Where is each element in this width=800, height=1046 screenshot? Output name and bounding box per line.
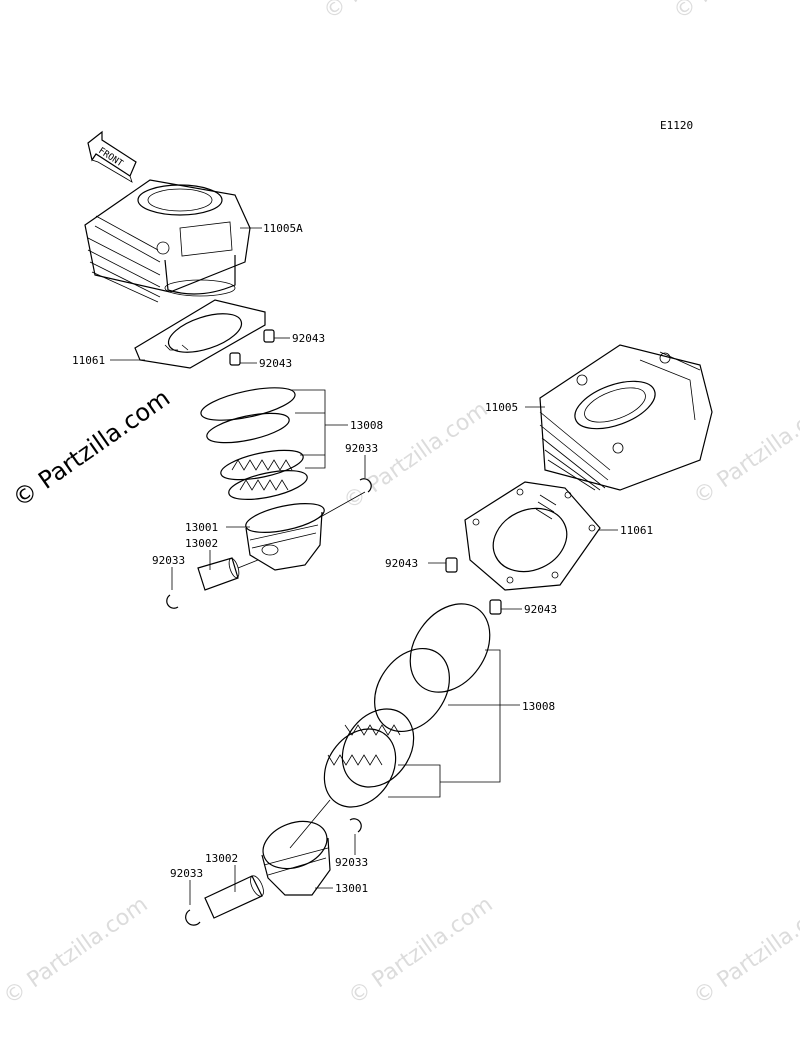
callout-upper-pin[interactable]: 13002: [185, 537, 218, 550]
callout-lower-pin[interactable]: 13002: [205, 852, 238, 865]
callout-upper-cylinder[interactable]: 11005A: [263, 222, 303, 235]
callout-lower-dowel-right[interactable]: 92043: [524, 603, 557, 616]
lower-clip-right[interactable]: [349, 818, 362, 833]
callout-lower-rings[interactable]: 13008: [522, 700, 555, 713]
upper-clip-left[interactable]: [166, 594, 179, 609]
upper-piston[interactable]: [243, 498, 326, 571]
lower-piston[interactable]: [256, 799, 333, 896]
callout-upper-piston[interactable]: 13001: [185, 521, 218, 534]
upper-piston-pin[interactable]: [197, 557, 241, 591]
leader-line: [290, 389, 348, 469]
callout-upper-dowel-right[interactable]: 92043: [292, 332, 325, 345]
copyright-text: © Partzilla.com: [7, 384, 175, 513]
callout-upper-clip-left[interactable]: 92033: [152, 554, 185, 567]
upper-piston-rings[interactable]: [198, 381, 309, 505]
watermark: © Partzilla.com: [669, 0, 800, 25]
watermark: © Partzilla.com: [339, 397, 492, 515]
callout-lower-clip-left[interactable]: 92033: [170, 867, 203, 880]
upper-cylinder[interactable]: [84, 179, 251, 303]
lower-dowel-right[interactable]: [489, 599, 502, 615]
upper-clip-right[interactable]: [359, 478, 372, 493]
lower-cylinder[interactable]: [539, 344, 713, 491]
lower-gasket[interactable]: [464, 481, 601, 591]
watermark: © Partzilla.com: [0, 892, 153, 1010]
leader-line: [314, 455, 366, 521]
callout-lower-cylinder[interactable]: 11005: [485, 401, 518, 414]
upper-dowel-left[interactable]: [229, 352, 241, 366]
upper-gasket[interactable]: [134, 299, 266, 369]
watermark: © Partzilla.com: [344, 892, 497, 1010]
callout-upper-clip-right[interactable]: 92033: [345, 442, 378, 455]
callout-lower-clip-right[interactable]: 92033: [335, 856, 368, 869]
lower-piston-rings[interactable]: [310, 589, 507, 821]
lower-piston-pin[interactable]: [204, 874, 266, 919]
callout-lower-gasket[interactable]: 11061: [620, 524, 653, 537]
callout-upper-gasket[interactable]: 11061: [72, 354, 105, 367]
callout-upper-dowel-left[interactable]: 92043: [259, 357, 292, 370]
lower-dowel-left[interactable]: [445, 557, 458, 573]
lower-clip-left[interactable]: [185, 909, 201, 926]
front-arrow-label: FRONT: [96, 146, 125, 169]
callout-upper-rings[interactable]: 13008: [350, 419, 383, 432]
upper-dowel-right[interactable]: [263, 329, 275, 343]
leader-line: [209, 550, 259, 570]
leader-line: [388, 649, 520, 798]
callout-lower-dowel-left[interactable]: 92043: [385, 557, 418, 570]
watermark: © Partzilla.com: [689, 392, 800, 510]
callout-lower-piston[interactable]: 13001: [335, 882, 368, 895]
watermark: © Partzilla.com: [319, 0, 472, 25]
front-arrow-icon: FRONT: [87, 130, 137, 183]
diagram-code: E1120: [660, 119, 693, 132]
watermark: © Partzilla.com: [689, 892, 800, 1010]
